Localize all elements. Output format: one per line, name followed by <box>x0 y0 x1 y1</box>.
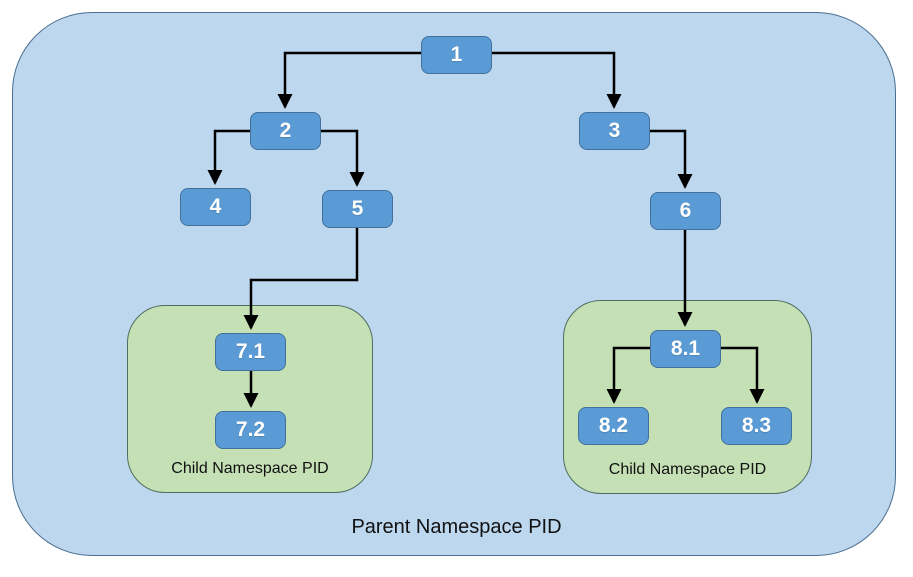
pid-node-7-1: 7.1 <box>215 333 286 371</box>
parent-namespace-label: Parent Namespace PID <box>351 516 562 538</box>
pid-node-8-3: 8.3 <box>721 407 792 445</box>
pid-node-1: 1 <box>421 36 492 74</box>
pid-node-3: 3 <box>579 112 650 150</box>
child-namespace-label-right: Child Namespace PID <box>608 461 767 478</box>
pid-node-5: 5 <box>322 190 393 228</box>
pid-node-8-2: 8.2 <box>578 407 649 445</box>
pid-node-7-2: 7.2 <box>215 411 286 449</box>
pid-node-2: 2 <box>250 112 321 150</box>
pid-node-4: 4 <box>180 188 251 226</box>
pid-node-8-1: 8.1 <box>650 330 721 368</box>
pid-node-6: 6 <box>650 192 721 230</box>
child-namespace-label-left: Child Namespace PID <box>171 460 329 477</box>
